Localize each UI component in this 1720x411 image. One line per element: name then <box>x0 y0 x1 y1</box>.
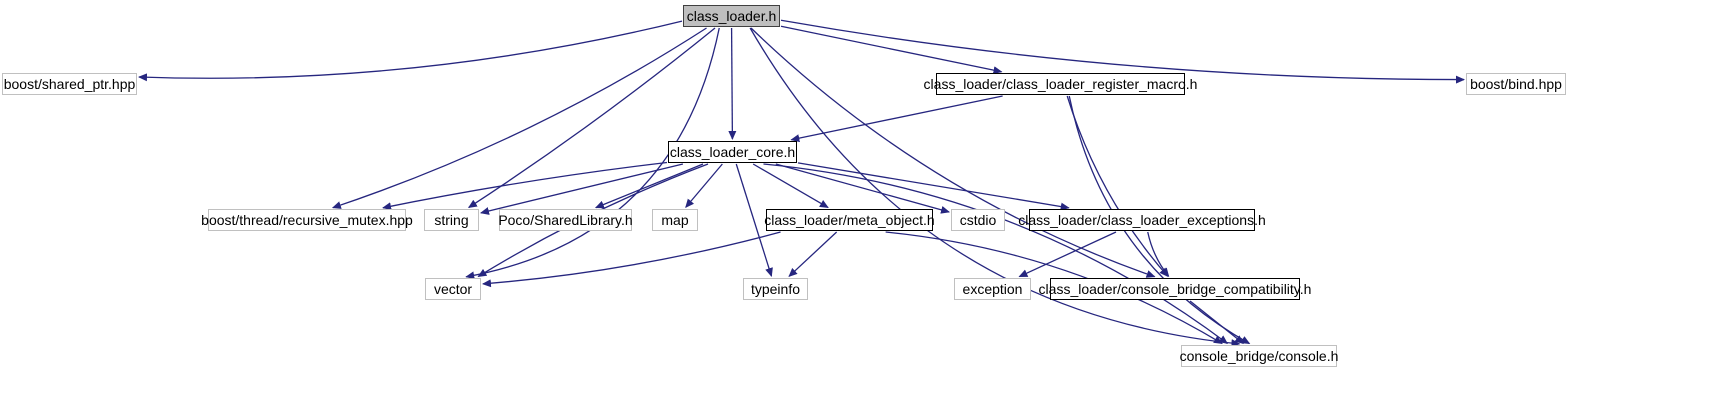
graph-edge-class_loader_h-to-string <box>467 27 716 208</box>
graph-edge-class_loader_h-to-boost_shared_ptr <box>137 20 683 82</box>
graph-node-label: vector <box>433 281 473 297</box>
graph-edge-register_macro-to-console_bridge_compat <box>1066 95 1169 277</box>
graph-node-label: class_loader/class_loader_register_macro… <box>923 76 1198 92</box>
graph-node-label: class_loader/meta_object.h <box>764 212 935 228</box>
graph-node-map[interactable]: map <box>652 209 698 231</box>
graph-edge-class_loader_core_h-to-loader_exceptions <box>797 162 1070 211</box>
graph-edge-console_bridge_compat-to-console_bridge_console <box>1189 300 1244 344</box>
graph-edge-class_loader_core_h-to-recursive_mutex <box>382 161 668 211</box>
graph-node-label: map <box>661 212 689 228</box>
graph-edge-class_loader_core_h-to-cstdio <box>775 163 950 214</box>
graph-edge-loader_exceptions-to-console_bridge_compat <box>1147 231 1170 278</box>
graph-node-label: string <box>434 212 469 228</box>
graph-edge-meta_object-to-typeinfo <box>788 231 838 277</box>
graph-node-label: class_loader.h <box>686 8 777 24</box>
graph-edge-class_loader_h-to-boost_bind <box>780 19 1465 84</box>
graph-edge-class_loader_core_h-to-meta_object <box>752 163 829 209</box>
graph-node-typeinfo[interactable]: typeinfo <box>743 278 808 300</box>
graph-node-console_bridge_console[interactable]: console_bridge/console.h <box>1180 345 1338 367</box>
graph-edge-class_loader_h-to-register_macro <box>780 25 1003 75</box>
graph-edge-class_loader_h-to-recursive_mutex <box>331 27 707 209</box>
graph-node-console_bridge_compat[interactable]: class_loader/console_bridge_compatibilit… <box>1039 278 1311 300</box>
graph-edge-class_loader_core_h-to-map <box>685 163 723 208</box>
graph-node-label: cstdio <box>959 212 997 228</box>
graph-node-class_loader_core_h[interactable]: class_loader_core.h <box>668 141 797 163</box>
graph-node-label: class_loader_core.h <box>669 144 796 160</box>
graph-node-meta_object[interactable]: class_loader/meta_object.h <box>764 209 935 231</box>
graph-node-class_loader_h[interactable]: class_loader.h <box>683 5 780 27</box>
graph-node-boost_shared_ptr[interactable]: boost/shared_ptr.hpp <box>2 73 137 95</box>
graph-node-boost_bind[interactable]: boost/bind.hpp <box>1466 73 1566 95</box>
graph-node-label: console_bridge/console.h <box>1179 348 1339 364</box>
graph-node-label: boost/shared_ptr.hpp <box>3 76 136 92</box>
graph-node-register_macro[interactable]: class_loader/class_loader_register_macro… <box>924 73 1197 95</box>
graph-edge-loader_exceptions-to-exception <box>1018 231 1117 278</box>
graph-node-cstdio[interactable]: cstdio <box>951 209 1005 231</box>
graph-edge-class_loader_core_h-to-string <box>480 163 684 215</box>
graph-node-label: Poco/SharedLibrary.h <box>498 212 633 228</box>
graph-node-loader_exceptions[interactable]: class_loader/class_loader_exceptions.h <box>1018 209 1266 231</box>
graph-node-label: boost/thread/recursive_mutex.hpp <box>201 212 413 228</box>
graph-node-exception[interactable]: exception <box>954 278 1031 300</box>
graph-node-poco_sharedlibrary[interactable]: Poco/SharedLibrary.h <box>498 209 633 231</box>
graph-node-label: class_loader/class_loader_exceptions.h <box>1018 212 1266 228</box>
graph-node-label: exception <box>962 281 1023 297</box>
graph-node-vector[interactable]: vector <box>425 278 481 300</box>
graph-node-label: typeinfo <box>750 281 801 297</box>
graph-node-string[interactable]: string <box>424 209 479 231</box>
graph-edge-register_macro-to-class_loader_core_h <box>790 95 1003 143</box>
graph-edge-meta_object-to-vector <box>482 231 781 288</box>
graph-node-label: class_loader/console_bridge_compatibilit… <box>1038 281 1312 297</box>
graph-node-label: boost/bind.hpp <box>1470 76 1562 92</box>
graph-edge-class_loader_h-to-class_loader_core_h <box>728 27 737 140</box>
graph-edge-class_loader_h-to-console_bridge_compat <box>750 27 1156 278</box>
graph-node-recursive_mutex[interactable]: boost/thread/recursive_mutex.hpp <box>201 209 413 231</box>
graph-edge-class_loader_core_h-to-console_bridge_console <box>763 163 1229 344</box>
graph-edge-class_loader_core_h-to-poco_sharedlibrary <box>594 163 704 209</box>
